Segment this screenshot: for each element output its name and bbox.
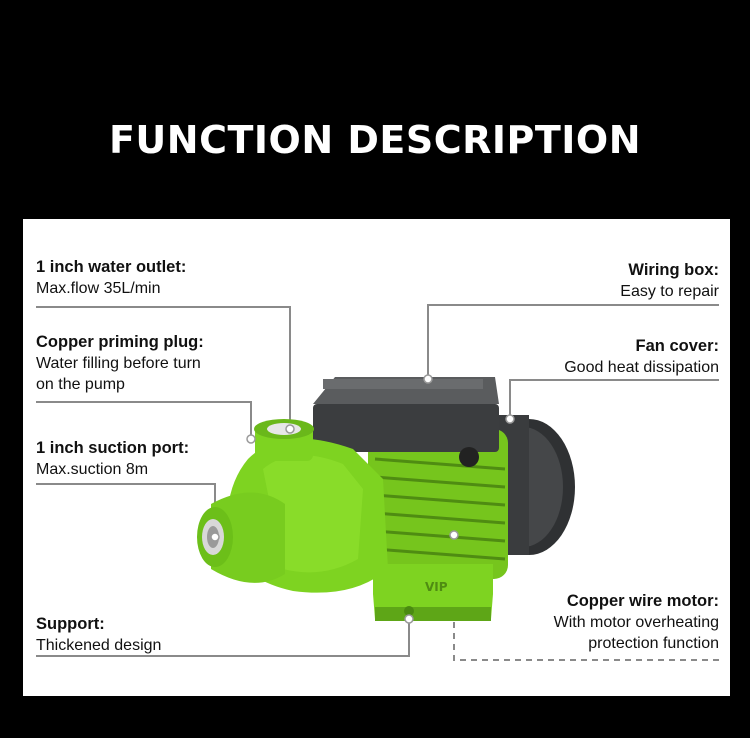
fan-desc: Good heat dissipation (564, 359, 719, 376)
support-desc: Thickened design (36, 637, 162, 654)
water-outlet (254, 419, 314, 461)
wiring-box (313, 377, 499, 467)
motor-desc-2: protection function (588, 635, 719, 652)
fan-heading: Fan cover: (635, 337, 719, 355)
suction-desc: Max.suction 8m (36, 461, 149, 478)
pump-illustration: VIP (36, 304, 719, 661)
motor-body (368, 429, 508, 579)
label-water-outlet: 1 inch water outlet: Max.flow 35L/min (36, 257, 186, 299)
leader-wiring (427, 304, 719, 379)
motor-desc-1: With motor overheating (553, 614, 719, 631)
leader-lines (36, 304, 719, 661)
suction-heading: 1 inch suction port: (36, 439, 190, 457)
support-base (373, 564, 493, 621)
leader-support (36, 619, 410, 657)
suction-port (197, 492, 285, 583)
label-wiring-box: Wiring box: Easy to repair (620, 260, 719, 302)
priming-heading: Copper priming plug: (36, 333, 204, 351)
label-suction-port: 1 inch suction port: Max.suction 8m (36, 438, 189, 480)
priming-desc-2: on the pump (36, 376, 125, 393)
leader-suction (36, 483, 216, 537)
label-priming-plug: Copper priming plug: Water filling befor… (36, 332, 204, 395)
label-copper-motor: Copper wire motor: With motor overheatin… (554, 591, 719, 654)
page-title: FUNCTION DESCRIPTION (108, 118, 642, 162)
support-heading: Support: (36, 615, 105, 633)
wiring-desc: Easy to repair (620, 283, 719, 300)
label-fan-cover: Fan cover: Good heat dissipation (564, 336, 719, 378)
wiring-heading: Wiring box: (628, 261, 719, 279)
callout-dots (210, 374, 515, 624)
pump-brand-mark: VIP (425, 580, 448, 594)
leader-motor (453, 535, 719, 661)
outlet-desc: Max.flow 35L/min (36, 280, 161, 297)
leader-fan (509, 379, 719, 419)
label-support: Support: Thickened design (36, 614, 161, 656)
feature-panel: VIP 1 inch water outlet: Max.flow 35L/mi… (23, 219, 730, 696)
motor-heading: Copper wire motor: (566, 592, 719, 610)
leader-outlet (36, 306, 291, 429)
leader-priming (36, 401, 252, 439)
priming-desc-1: Water filling before turn (36, 355, 201, 372)
outlet-heading: 1 inch water outlet: (36, 258, 187, 276)
